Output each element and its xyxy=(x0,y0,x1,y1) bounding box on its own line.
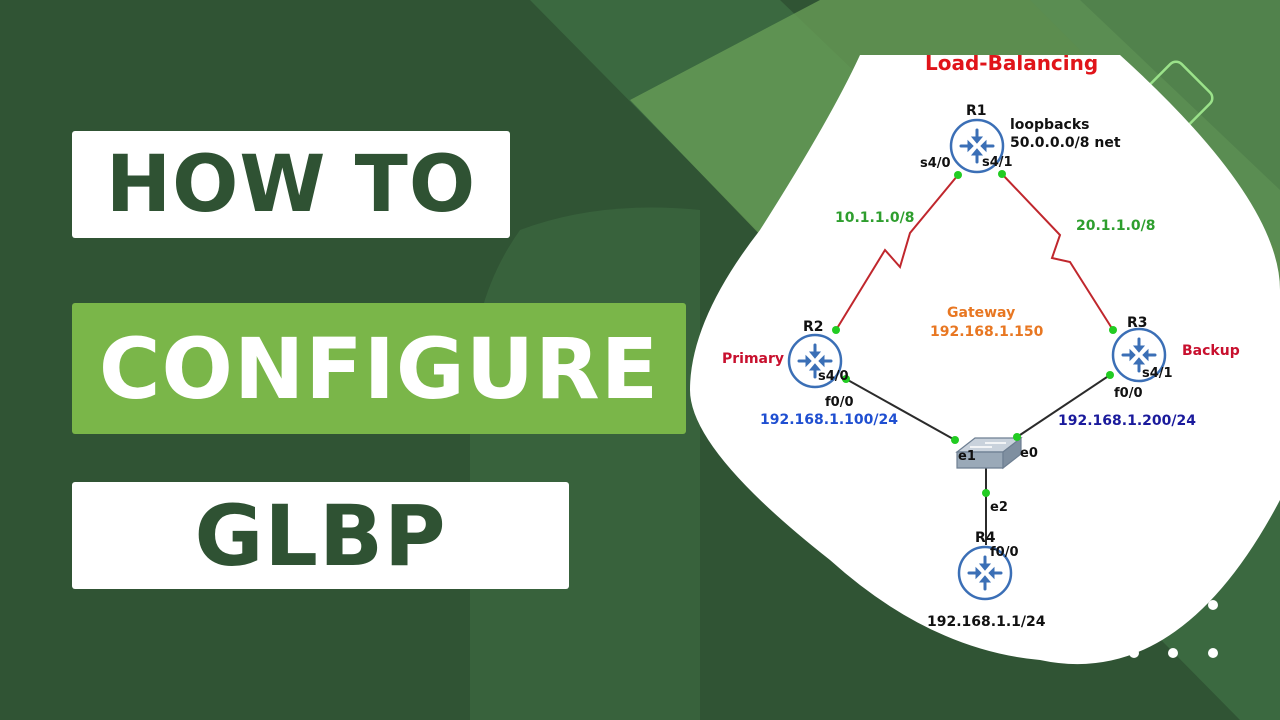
iface-r1-s41: s4/1 xyxy=(982,155,1013,170)
r1-note-line2: 50.0.0.0/8 net xyxy=(1010,135,1121,151)
iface-r1-s40: s4/0 xyxy=(920,156,951,171)
role-backup-label: Backup xyxy=(1182,343,1240,359)
serial-link-r1-r3 xyxy=(1001,173,1114,331)
router-r1-name: R1 xyxy=(966,103,987,119)
ip-r3-label: 192.168.1.200/24 xyxy=(1058,413,1196,429)
network-left-label: 10.1.1.0/8 xyxy=(835,210,915,226)
network-right-label: 20.1.1.0/8 xyxy=(1076,218,1156,234)
title-glbp: GLBP xyxy=(72,482,569,589)
iface-r4-f00: f0/0 xyxy=(990,545,1019,560)
banner-label: Load-Balancing xyxy=(925,51,1098,75)
ethernet-link-r3-switch xyxy=(1016,374,1111,438)
iface-r2-s40: s4/0 xyxy=(818,369,849,384)
title-how-to: HOW TO xyxy=(72,131,510,238)
switch-icon[interactable] xyxy=(955,436,1023,470)
iface-r2-f00: f0/0 xyxy=(825,395,854,410)
iface-switch-e2: e2 xyxy=(990,500,1008,515)
iface-switch-e1: e1 xyxy=(958,449,976,464)
iface-r3-s41: s4/1 xyxy=(1142,366,1173,381)
ethernet-link-r2-switch xyxy=(845,378,956,441)
gateway-ip: 192.168.1.150 xyxy=(930,324,1044,340)
ip-r2-label: 192.168.1.100/24 xyxy=(760,412,898,428)
iface-r3-f00: f0/0 xyxy=(1114,386,1143,401)
serial-link-r1-r2 xyxy=(835,174,959,331)
r1-note-line1: loopbacks xyxy=(1010,117,1089,133)
router-r2-name: R2 xyxy=(803,319,824,335)
port-dots xyxy=(832,170,1117,497)
role-primary-label: Primary xyxy=(722,351,784,367)
router-r4-name: R4 xyxy=(975,530,996,546)
iface-switch-e0: e0 xyxy=(1020,446,1038,461)
router-r3-name: R3 xyxy=(1127,315,1148,331)
ip-r4-label: 192.168.1.1/24 xyxy=(927,614,1046,630)
diagram-panel xyxy=(690,55,1280,665)
title-configure: CONFIGURE xyxy=(72,303,686,434)
gateway-label: Gateway xyxy=(947,305,1015,321)
